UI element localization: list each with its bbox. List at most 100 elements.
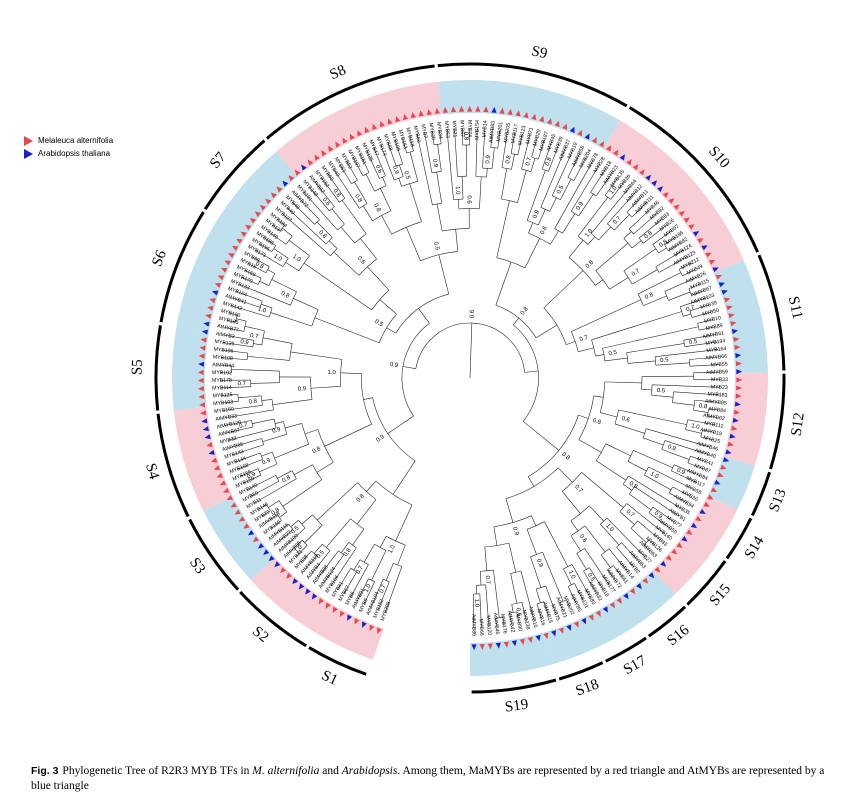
- branch: [637, 520, 661, 541]
- leaf-label: MYB87: [693, 463, 711, 475]
- branch: [379, 299, 397, 315]
- red-triangle-marker: [259, 204, 267, 211]
- bootstrap-value: 0.8: [545, 156, 554, 167]
- branch: [493, 526, 498, 546]
- branch: [303, 262, 372, 311]
- branch: [238, 283, 291, 306]
- clade-color-bands: [172, 80, 768, 676]
- branch: [607, 191, 637, 224]
- branch: [683, 334, 717, 341]
- red-triangle-marker: [531, 113, 537, 120]
- leaf-label: MYB194: [705, 338, 726, 347]
- branch: [551, 150, 574, 196]
- bootstrap-value: 0.8: [628, 481, 639, 491]
- branch: [261, 451, 273, 457]
- blue-triangle-marker: [292, 578, 299, 585]
- branch: [527, 476, 535, 487]
- bootstrap-value: 0.8: [585, 259, 596, 270]
- bootstrap-value: 0.9: [511, 526, 519, 536]
- branch: [346, 160, 358, 181]
- branch-arc: [607, 565, 614, 571]
- branch-arc: [371, 289, 390, 311]
- branch: [244, 325, 265, 332]
- branch: [618, 409, 687, 425]
- branch: [643, 295, 667, 306]
- branch: [274, 443, 309, 459]
- branch: [275, 421, 284, 424]
- legend-item-melaleuca: Melaleuca alternifolia: [24, 134, 113, 147]
- red-triangle-marker: [503, 641, 509, 648]
- red-triangle-marker: [676, 542, 683, 549]
- branch-arc: [261, 438, 264, 445]
- branch: [222, 405, 263, 411]
- branch: [566, 599, 570, 608]
- branch: [227, 427, 277, 441]
- branch-arc: [648, 506, 654, 513]
- branch: [479, 571, 482, 586]
- branch: [631, 240, 642, 249]
- branch: [604, 357, 628, 362]
- bootstrap-value: 0.7: [686, 305, 696, 313]
- branch: [340, 226, 355, 244]
- red-triangle-marker: [207, 306, 214, 312]
- blue-triangle-marker: [551, 630, 556, 637]
- branch: [604, 381, 642, 384]
- blue-triangle-marker: [648, 572, 655, 579]
- blue-triangle-marker: [636, 582, 642, 590]
- leaf-label: MYB90: [514, 614, 523, 632]
- blue-triangle-marker: [282, 180, 289, 187]
- red-triangle-marker: [588, 614, 594, 621]
- clade-band-s6: [176, 219, 246, 333]
- red-triangle-marker: [442, 106, 449, 113]
- branch: [330, 547, 357, 586]
- branch: [221, 349, 248, 354]
- branch: [517, 170, 527, 203]
- bootstrap-value: 0.6: [514, 608, 522, 618]
- red-triangle-marker: [426, 108, 432, 116]
- species-legend: Melaleuca alternifolia Arabidopsis thali…: [24, 134, 113, 160]
- branch: [510, 573, 518, 604]
- clade-label-s1: S1: [319, 668, 340, 689]
- red-triangle-marker: [321, 150, 327, 157]
- blue-triangle-marker: [701, 245, 708, 251]
- branch: [655, 362, 690, 366]
- branch: [524, 370, 539, 373]
- branch: [631, 201, 648, 218]
- branch: [360, 238, 377, 260]
- branch-arc: [671, 464, 675, 471]
- branch: [270, 520, 282, 529]
- bootstrap-value: 0.5: [402, 170, 410, 180]
- bootstrap-value: 0.9: [485, 154, 492, 163]
- clade-arc-s16: [647, 605, 687, 638]
- branch: [312, 550, 331, 573]
- branch: [395, 504, 413, 542]
- leaf-label: MYB29: [532, 129, 542, 147]
- bootstrap-value: 0.8: [644, 292, 655, 301]
- branch-arc: [511, 601, 523, 605]
- branch: [691, 290, 705, 296]
- clade-band-s8: [276, 81, 442, 177]
- leaf-label: MYB9: [358, 598, 369, 613]
- red-triangle-marker: [214, 282, 222, 288]
- clade-label-s10: S10: [705, 143, 732, 171]
- branch: [431, 130, 435, 145]
- bootstrap-value: 0.8: [343, 547, 353, 558]
- leaf-label: AtMYB44: [212, 362, 234, 369]
- branch: [384, 566, 403, 614]
- bootstrap-value: 0.8: [254, 261, 265, 271]
- clade-band-s3: [203, 496, 276, 580]
- branch: [293, 298, 319, 310]
- blue-triangle-marker: [722, 456, 730, 462]
- red-triangle-marker: [232, 245, 239, 251]
- branch: [326, 172, 346, 199]
- clade-label-s2: S2: [249, 624, 271, 646]
- branch: [314, 317, 380, 344]
- leaf-label: MYB117: [510, 124, 519, 144]
- branch: [651, 394, 674, 398]
- branch: [633, 212, 658, 235]
- branch: [237, 459, 263, 470]
- legend-label: Arabidopsis thaliana: [38, 149, 111, 158]
- red-triangle-marker: [726, 305, 733, 311]
- blue-triangle-marker: [274, 561, 281, 568]
- branch: [366, 150, 380, 179]
